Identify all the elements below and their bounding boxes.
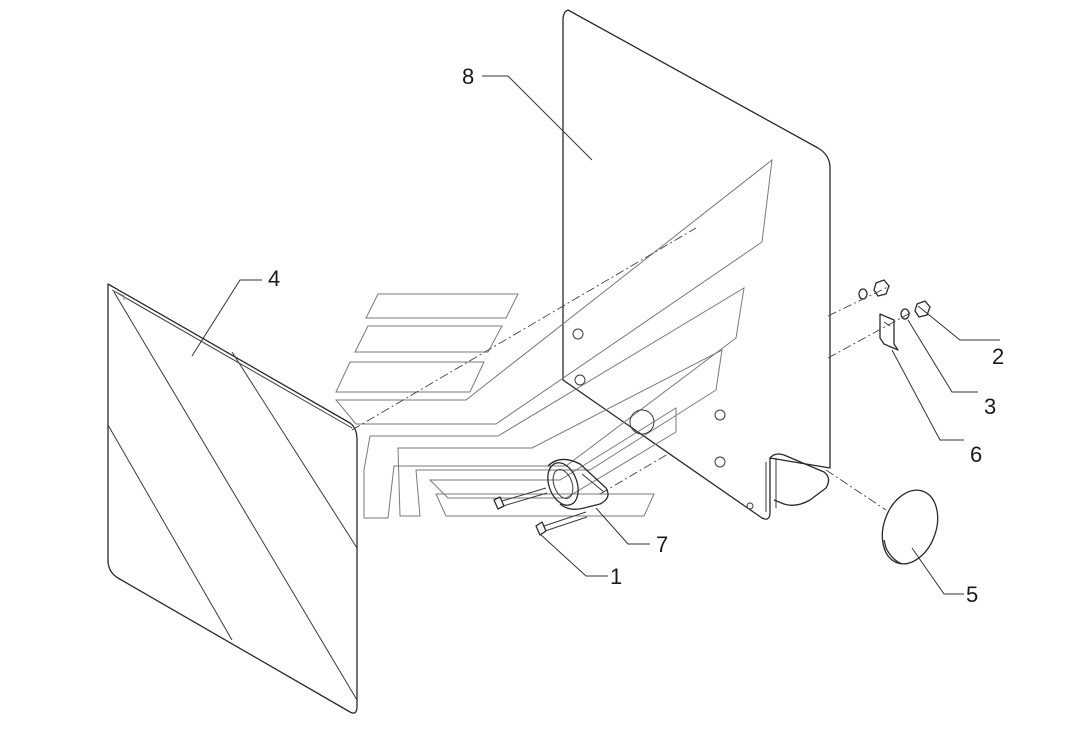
callout-2: 2 — [992, 344, 1004, 369]
callout-4: 4 — [268, 266, 280, 291]
callout-3: 3 — [984, 394, 996, 419]
main-panel-part — [562, 9, 831, 520]
nut-washer-parts — [858, 279, 931, 320]
reflective-stripes — [334, 158, 773, 519]
leader-lines — [191, 75, 1000, 595]
callout-7: 7 — [656, 532, 668, 557]
screw-part — [493, 487, 588, 536]
reflector-housing-part — [547, 409, 655, 510]
callout-5: 5 — [966, 582, 978, 607]
warning-plate-part — [107, 283, 358, 714]
assembly-center-lines — [351, 227, 913, 511]
callout-1: 1 — [610, 564, 622, 589]
cover-cap-part — [881, 489, 939, 565]
callout-8: 8 — [462, 64, 474, 89]
small-bracket-part — [879, 313, 899, 351]
callout-6: 6 — [970, 442, 982, 467]
